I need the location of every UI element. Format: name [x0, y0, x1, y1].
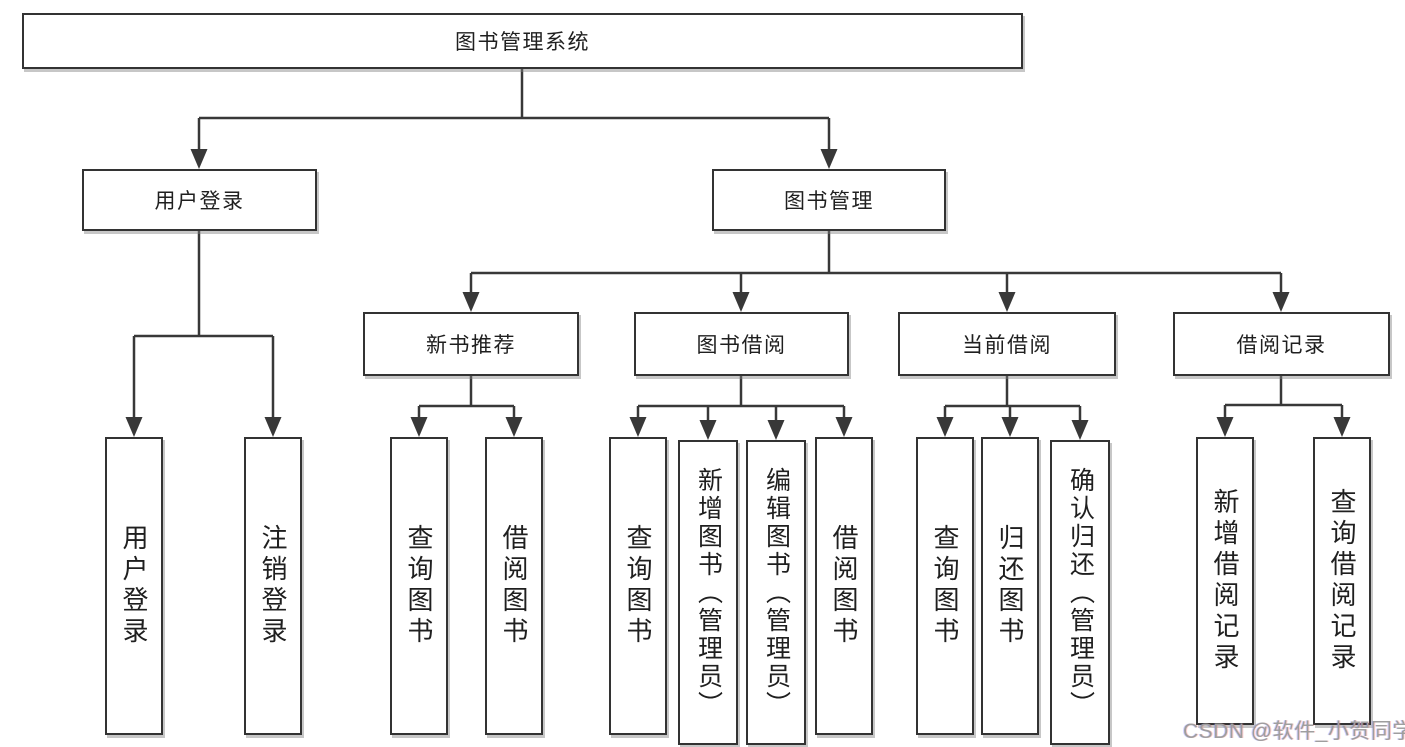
leaf-logout-label: 注销登录	[258, 524, 288, 648]
leaf-edit-book-admin-label: 编辑图书（管理员）	[762, 466, 791, 719]
node-user-login-label: 用户登录	[154, 190, 245, 213]
leaf-query-books-borrow: 查询图书	[609, 437, 667, 735]
leaf-add-borrow-record: 新增借阅记录	[1196, 437, 1254, 725]
arrow-head	[125, 417, 143, 437]
arrow-head	[190, 149, 208, 169]
arrow-head	[1001, 417, 1019, 437]
arrow-head	[1071, 420, 1089, 440]
arrow-head	[1216, 417, 1234, 437]
leaf-query-books-current: 查询图书	[916, 437, 974, 735]
leaf-borrow-books-label: 借阅图书	[829, 524, 859, 648]
node-book-borrow-label: 图书借阅	[696, 334, 787, 357]
node-borrow-records: 借阅记录	[1173, 312, 1390, 376]
arrow-head	[820, 149, 838, 169]
leaf-user-login: 用户登录	[105, 437, 163, 735]
leaf-confirm-return-admin: 确认归还（管理员）	[1050, 440, 1110, 745]
node-book-borrow: 图书借阅	[634, 312, 849, 376]
leaf-query-books-recommend: 查询图书	[390, 437, 448, 735]
leaf-return-book-label: 归还图书	[995, 524, 1025, 648]
arrow-head	[936, 417, 954, 437]
leaf-query-books-borrow-label: 查询图书	[623, 524, 653, 648]
node-new-book-recommend-label: 新书推荐	[426, 334, 516, 357]
leaf-borrow-books-recommend-label: 借阅图书	[499, 524, 529, 648]
connector-root-to-level2	[190, 69, 838, 169]
node-current-borrow: 当前借阅	[898, 312, 1116, 376]
csdn-watermark: CSDN @软件_小贺同学	[1183, 720, 1405, 743]
arrow-head	[410, 417, 428, 437]
node-user-login: 用户登录	[82, 169, 317, 231]
node-new-book-recommend: 新书推荐	[363, 312, 579, 376]
leaf-query-borrow-record-label: 查询借阅记录	[1327, 488, 1357, 674]
leaf-logout: 注销登录	[244, 437, 302, 735]
arrow-head	[1272, 292, 1290, 312]
connector-current-borrow-children	[936, 376, 1089, 440]
node-root-label: 图书管理系统	[455, 31, 590, 54]
arrow-head	[998, 292, 1016, 312]
arrow-head	[699, 420, 717, 440]
leaf-borrow-books: 借阅图书	[815, 437, 873, 735]
node-root: 图书管理系统	[22, 13, 1023, 69]
node-current-borrow-label: 当前借阅	[962, 334, 1052, 357]
leaf-query-books-current-label: 查询图书	[930, 524, 960, 648]
connector-book-borrow-children	[629, 376, 853, 440]
leaf-return-book: 归还图书	[981, 437, 1039, 735]
node-borrow-records-label: 借阅记录	[1236, 334, 1327, 357]
leaf-confirm-return-admin-label: 确认归还（管理员）	[1066, 466, 1095, 719]
arrow-head	[462, 292, 480, 312]
leaf-add-borrow-record-label: 新增借阅记录	[1210, 488, 1240, 674]
connector-user-login-children	[125, 231, 282, 437]
node-book-management-label: 图书管理	[784, 190, 874, 213]
arrow-head	[1333, 417, 1351, 437]
connector-new-book-children	[410, 376, 523, 437]
leaf-add-book-admin: 新增图书（管理员）	[678, 440, 738, 745]
leaf-edit-book-admin: 编辑图书（管理员）	[746, 440, 806, 745]
arrow-head	[629, 417, 647, 437]
arrow-head	[732, 292, 750, 312]
leaf-query-borrow-record: 查询借阅记录	[1313, 437, 1371, 725]
arrow-head	[264, 417, 282, 437]
arrow-head	[835, 417, 853, 437]
leaf-add-book-admin-label: 新增图书（管理员）	[694, 466, 723, 719]
leaf-query-books-recommend-label: 查询图书	[404, 524, 434, 648]
leaf-borrow-books-recommend: 借阅图书	[485, 437, 543, 735]
arrow-head	[505, 417, 523, 437]
node-book-management: 图书管理	[712, 169, 946, 231]
leaf-user-login-label: 用户登录	[119, 524, 149, 648]
connector-book-management-children	[462, 231, 1290, 312]
connector-borrow-records-children	[1216, 376, 1351, 437]
arrow-head	[767, 420, 785, 440]
